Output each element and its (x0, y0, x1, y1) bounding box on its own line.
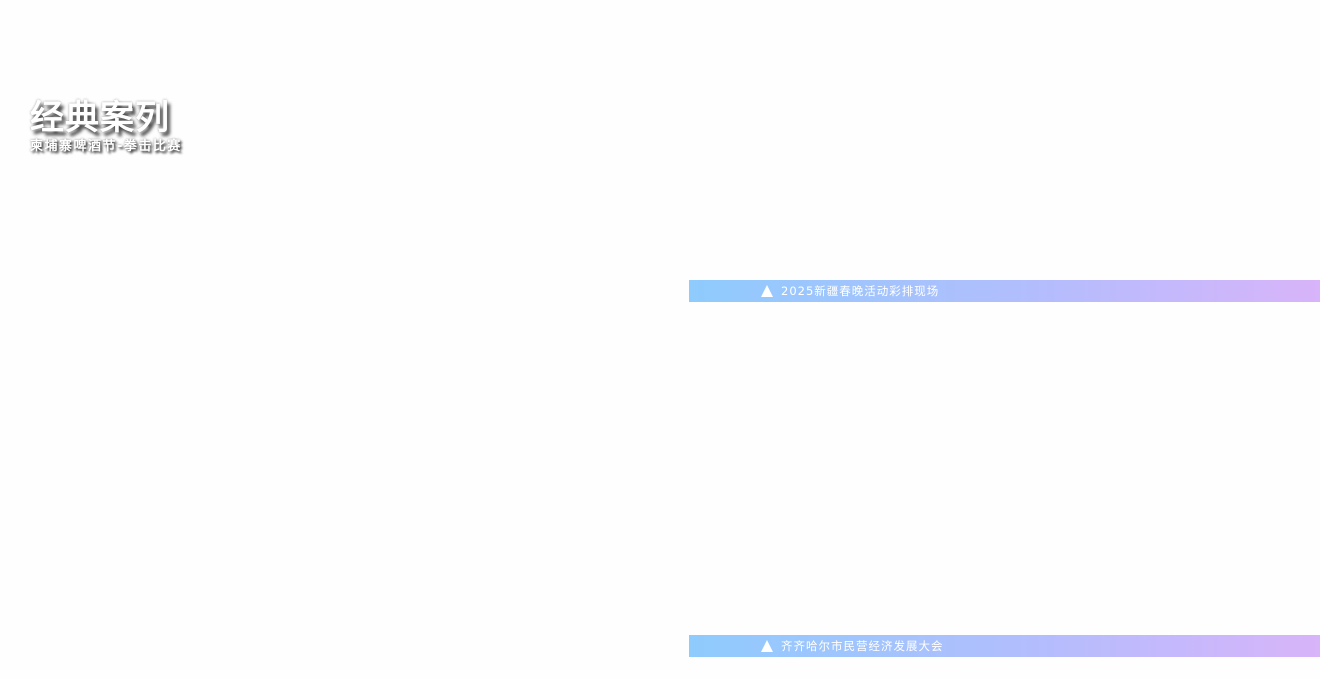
triangle-icon (761, 640, 773, 652)
case-caption-label: 2025新疆春晚活动彩排现场 (781, 284, 940, 298)
case-caption-label: 齐齐哈尔市民营经济发展大会 (781, 639, 944, 653)
case-caption-bar[interactable]: 齐齐哈尔市民营经济发展大会 (689, 635, 1320, 657)
case-caption-bar[interactable]: 2025新疆春晚活动彩排现场 (689, 280, 1320, 302)
section-title: 经典案列 (30, 98, 170, 138)
triangle-icon (761, 285, 773, 297)
section-heading: 经典案列 柬埔寨啤酒节-拳击比赛 (30, 98, 182, 156)
section-subtitle: 柬埔寨啤酒节-拳击比赛 (30, 139, 182, 154)
